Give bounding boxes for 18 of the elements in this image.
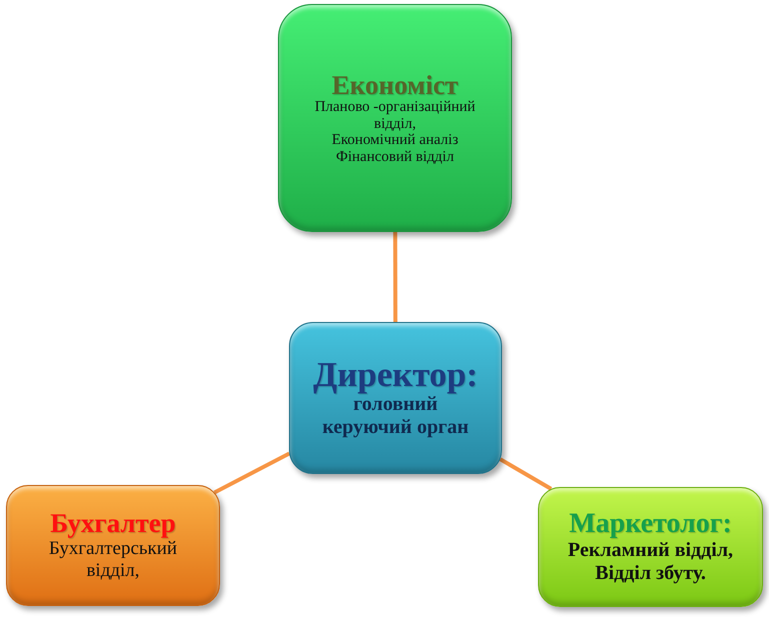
department-text: Бухгалтерський відділ, [48, 538, 178, 582]
connector-line [393, 232, 398, 322]
role-box [6, 485, 220, 606]
role-title: Економіст [332, 70, 458, 100]
connector-line [214, 452, 290, 494]
role-title: Директор: [313, 356, 478, 394]
role-title: Бухгалтер [50, 509, 176, 538]
department-text: головний керуючий орган [322, 393, 469, 440]
role-box [289, 322, 502, 474]
connector-line [499, 457, 552, 491]
department-text: Планово -організаційний відділ, [314, 99, 476, 132]
department-text: Фінансовий відділ [336, 148, 454, 166]
department-text: Відділ збуту. [595, 562, 706, 585]
department-text: Економічний аналіз [332, 132, 458, 149]
department-text: Рекламний відділ, [568, 538, 734, 562]
role-box [278, 4, 512, 232]
role-box [538, 487, 763, 607]
role-title: Маркетолог: [569, 509, 732, 539]
